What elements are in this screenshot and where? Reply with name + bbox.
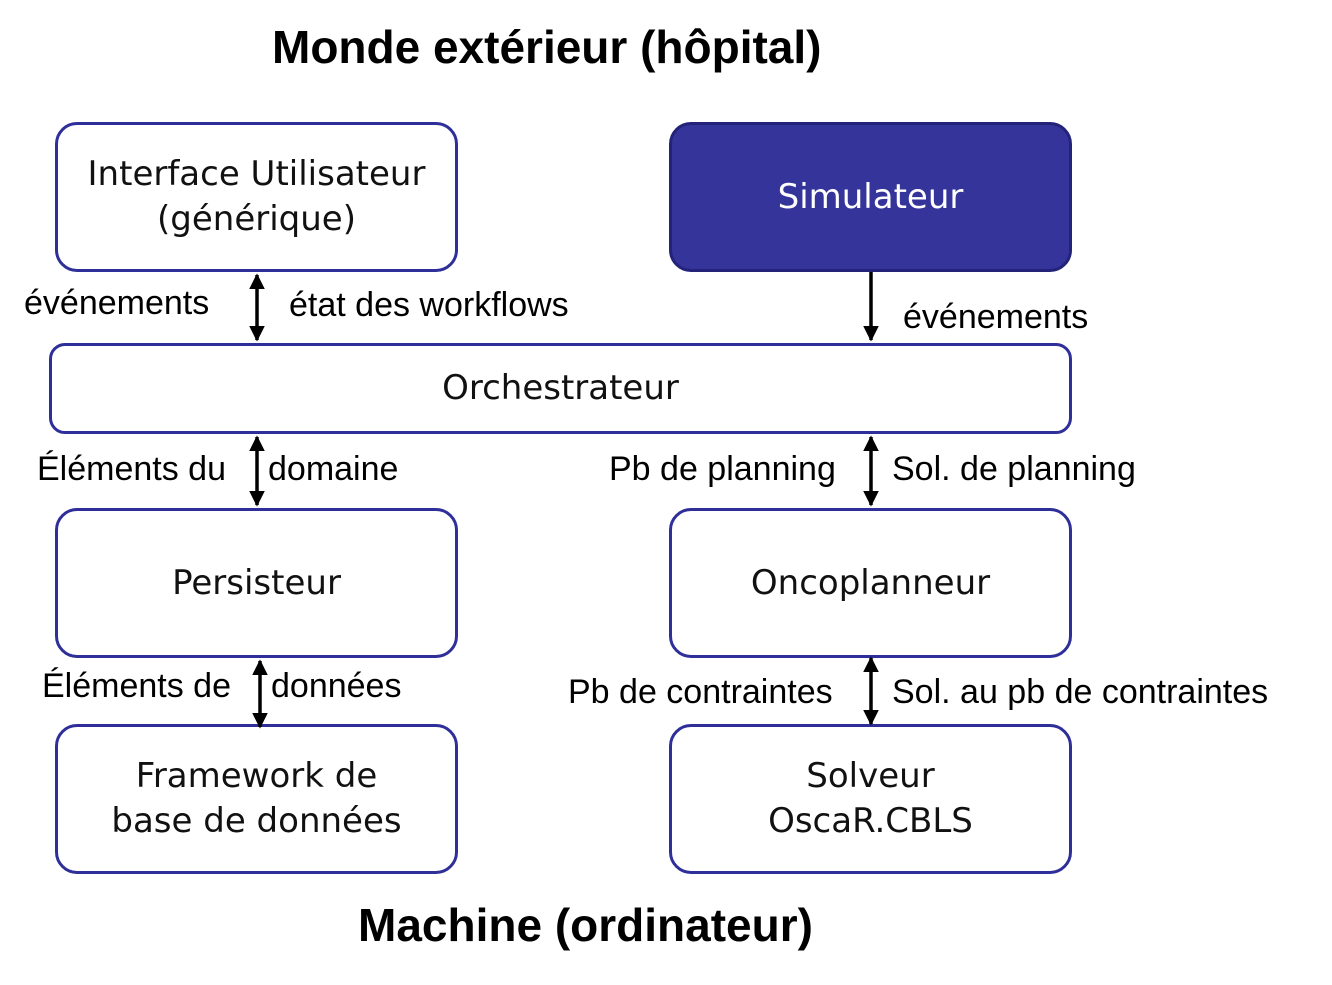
solver-label-line2: OscaR.CBLS: [768, 801, 973, 841]
title-machine: Machine (ordinateur): [358, 899, 813, 951]
edge-label-workflow-state: état des workflows: [289, 286, 569, 324]
orchestrator-label: Orchestrateur: [442, 368, 679, 409]
framework-box: Framework de base de données: [55, 724, 458, 874]
persister-box: Persisteur: [55, 508, 458, 658]
oncoplanner-box: Oncoplanneur: [669, 508, 1072, 658]
framework-label-line1: Framework de: [135, 756, 378, 797]
ui-box: Interface Utilisateur (générique): [55, 122, 458, 272]
edge-label-constraint-solution: Sol. au pb de contraintes: [892, 673, 1269, 711]
framework-label-line2: base de données: [111, 801, 402, 841]
simulator-label: Simulateur: [777, 176, 964, 217]
ui-label-line1: Interface Utilisateur: [87, 154, 426, 195]
edge-label-data-right: données: [271, 667, 402, 705]
edge-label-ui-events: événements: [24, 284, 210, 322]
edge-label-constraint-problem: Pb de contraintes: [568, 673, 833, 711]
edge-label-planning-problem: Pb de planning: [609, 450, 836, 488]
edge-label-domain-left: Éléments du: [37, 450, 226, 488]
edge-label-data-left: Éléments de: [42, 667, 231, 705]
edge-label-simulator-events: événements: [903, 298, 1089, 336]
ui-label-line2: (générique): [157, 199, 356, 239]
edge-label-planning-solution: Sol. de planning: [892, 450, 1136, 488]
edge-label-domain-right: domaine: [268, 450, 399, 488]
solver-label-line1: Solveur: [806, 756, 935, 797]
oncoplanner-label: Oncoplanneur: [750, 562, 991, 603]
title-outside-world: Monde extérieur (hôpital): [272, 21, 822, 73]
persister-label: Persisteur: [172, 562, 341, 603]
orchestrator-box: Orchestrateur: [49, 343, 1072, 434]
simulator-box: Simulateur: [669, 122, 1072, 272]
